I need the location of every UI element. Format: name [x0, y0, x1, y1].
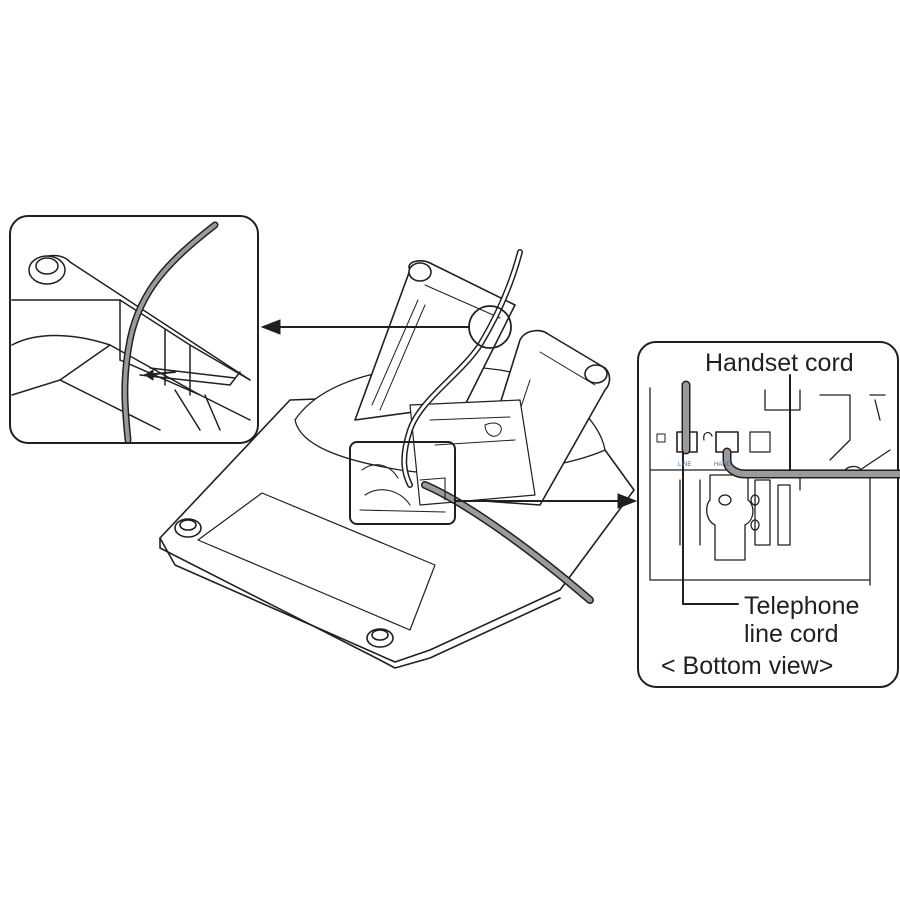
stand-foot-right — [585, 365, 607, 383]
label-handset-cord: Handset cord — [705, 349, 854, 377]
detail-box-stand-clip — [10, 216, 258, 443]
label-bottom-view: < Bottom view> — [661, 652, 833, 680]
label-line-cord: line cord — [744, 620, 839, 648]
label-telephone: Telephone — [744, 592, 859, 620]
arrow-head-left — [262, 320, 280, 334]
stand-foot-left — [409, 263, 431, 281]
jack-label-line: LINE — [678, 462, 691, 468]
jack-label-handset: HAND — [714, 462, 732, 468]
